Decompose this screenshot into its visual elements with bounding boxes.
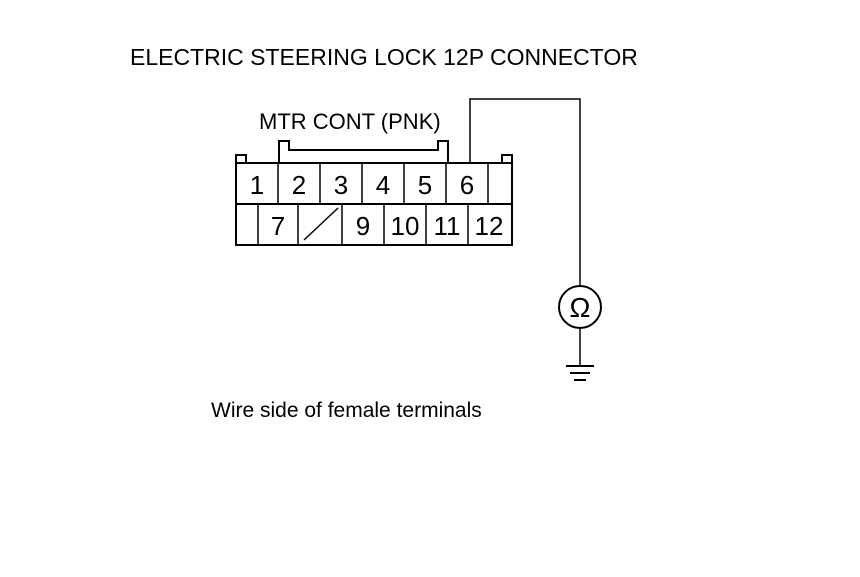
diagram-caption: Wire side of female terminals (211, 399, 482, 422)
terminal-number: 7 (271, 211, 285, 241)
unused-cavity-mark (303, 207, 339, 241)
wire-label: MTR CONT (PNK) (259, 109, 441, 134)
terminal-row-top: 1 2 3 4 5 6 (250, 170, 474, 200)
connector-body (235, 140, 513, 246)
terminal-number: 5 (418, 170, 432, 200)
terminal-number: 6 (460, 170, 474, 200)
terminal-number: 3 (334, 170, 348, 200)
terminal-number: 11 (434, 211, 461, 241)
ground-icon (566, 365, 594, 381)
ohm-symbol: Ω (570, 292, 591, 323)
terminal-row-bottom: 7 9 10 11 12 (271, 211, 504, 241)
terminal-number: 9 (356, 211, 370, 241)
terminal-number: 4 (376, 170, 390, 200)
terminal-number: 2 (292, 170, 306, 200)
probe-wire (469, 98, 581, 286)
diagram-title: ELECTRIC STEERING LOCK 12P CONNECTOR (130, 44, 638, 70)
terminal-number: 12 (475, 211, 504, 241)
ohmmeter-icon: Ω (558, 285, 602, 329)
terminal-number: 1 (250, 170, 264, 200)
terminal-number: 10 (391, 211, 420, 241)
